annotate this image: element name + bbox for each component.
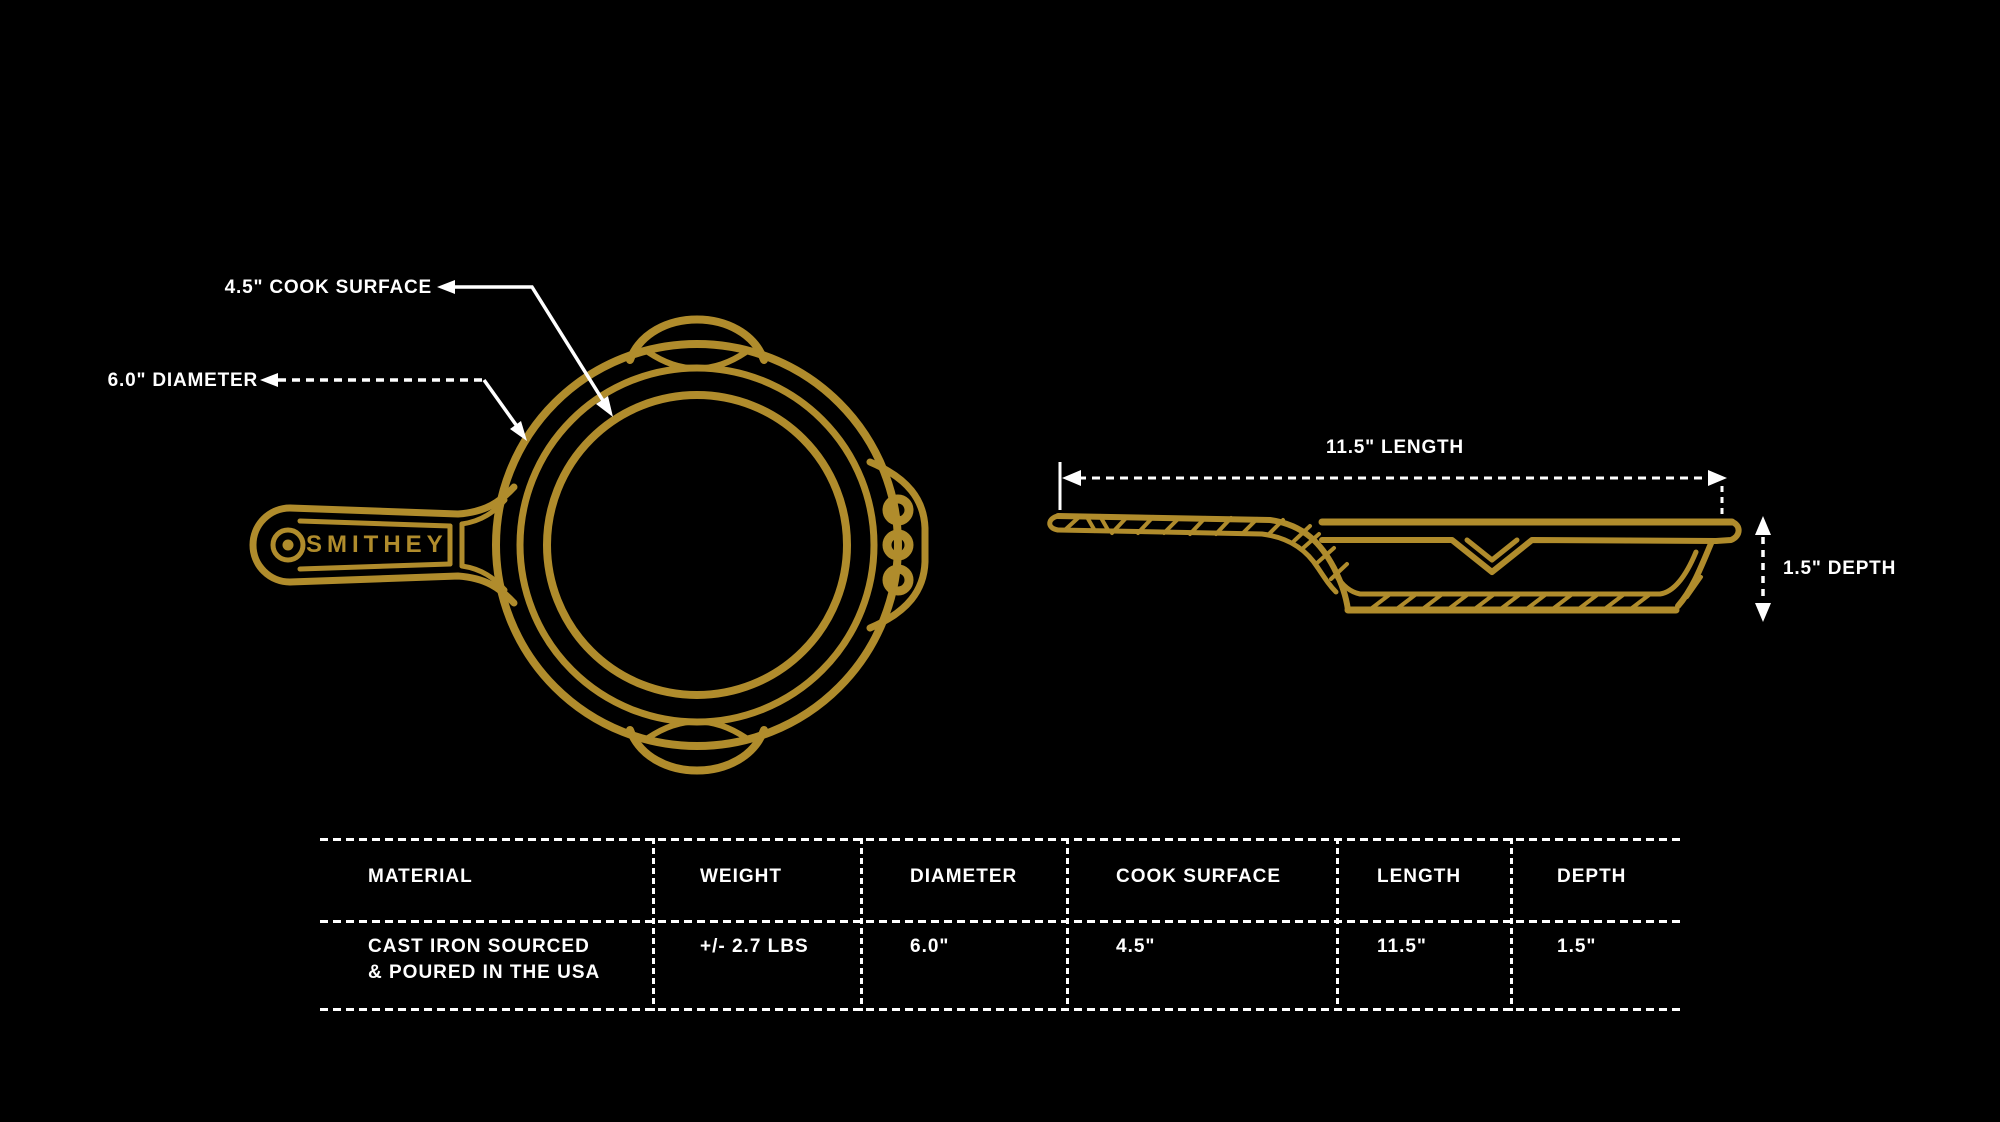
- value-length: 11.5": [1377, 936, 1427, 957]
- depth-dimension: [1755, 516, 1771, 622]
- header-diameter: DIAMETER: [910, 866, 1018, 887]
- cook-surface-label: 4.5" COOK SURFACE: [224, 277, 432, 298]
- value-weight: +/- 2.7 LBS: [700, 936, 809, 957]
- depth-label: 1.5" DEPTH: [1783, 558, 1897, 579]
- diameter-label: 6.0" DIAMETER: [107, 370, 258, 391]
- column-separator: [1510, 838, 1513, 1011]
- brand-logo-text: SMITHEY: [306, 531, 448, 558]
- column-separator: [860, 838, 863, 1011]
- section-hatching: [1064, 515, 1703, 610]
- header-length: LENGTH: [1377, 866, 1462, 887]
- side-view-drawing: [1047, 513, 1742, 614]
- material-line-2: & POURED IN THE USA: [368, 962, 601, 983]
- arrow-left-icon: [437, 280, 455, 294]
- length-dimension: [1058, 462, 1727, 518]
- hang-hole-icon: [270, 527, 306, 563]
- arrow-right-icon: [1708, 470, 1727, 486]
- header-weight: WEIGHT: [700, 866, 782, 887]
- value-material: CAST IRON SOURCED & POURED IN THE USA: [368, 934, 600, 986]
- table-border-bottom: [320, 1008, 1684, 1011]
- cook-surface-leader-line: [437, 280, 613, 417]
- arrow-tip-icon: [510, 421, 527, 441]
- spec-table: MATERIAL WEIGHT DIAMETER COOK SURFACE LE…: [320, 838, 1684, 1011]
- top-view-drawing: [249, 315, 929, 775]
- header-material: MATERIAL: [368, 866, 473, 887]
- table-border-top: [320, 838, 1684, 841]
- value-cook-surface: 4.5": [1116, 936, 1156, 957]
- arrow-up-icon: [1755, 516, 1771, 535]
- header-cook-surface: COOK SURFACE: [1116, 866, 1282, 887]
- column-separator: [652, 838, 655, 1011]
- length-label: 11.5" LENGTH: [1326, 437, 1464, 458]
- helper-handle-top-view: [866, 458, 929, 632]
- column-separator: [1066, 838, 1069, 1011]
- pour-spout-bottom: [626, 718, 768, 775]
- value-depth: 1.5": [1557, 936, 1597, 957]
- arrow-left-icon: [1062, 470, 1081, 486]
- column-separator: [1336, 838, 1339, 1011]
- spout-notch: [1319, 537, 1719, 575]
- table-header-separator: [320, 920, 1684, 923]
- header-depth: DEPTH: [1557, 866, 1627, 887]
- pour-spout-top: [626, 315, 768, 372]
- arrow-left-icon: [260, 373, 278, 387]
- diameter-leader-line: [260, 373, 527, 441]
- arrow-down-icon: [1755, 603, 1771, 622]
- value-diameter: 6.0": [910, 936, 950, 957]
- pan-handle-top-view: [249, 483, 518, 607]
- arrow-tip-icon: [596, 396, 613, 417]
- material-line-1: CAST IRON SOURCED: [368, 936, 590, 957]
